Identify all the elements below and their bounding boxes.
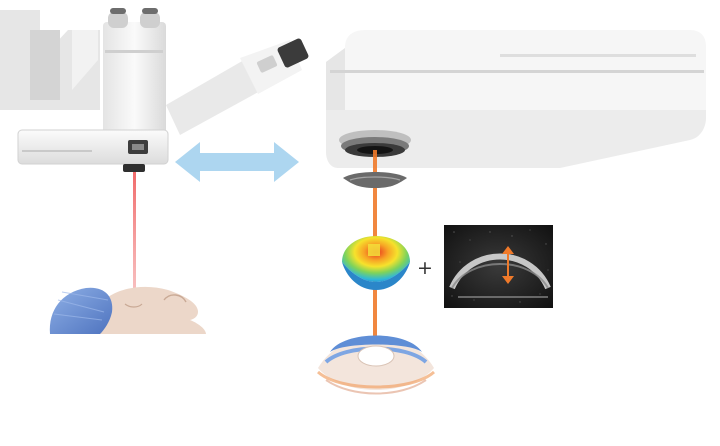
patient-head-icon <box>49 286 206 334</box>
oct-scan-image-icon <box>444 225 553 308</box>
eye-cross-section-icon <box>316 335 436 395</box>
suction-interface-icon <box>343 172 407 188</box>
double-arrow-icon <box>175 142 299 182</box>
laser-platform-icon <box>326 30 706 168</box>
corneal-topography-map-icon <box>342 236 410 290</box>
plus-sign: + <box>417 257 433 279</box>
surgical-microscope-icon <box>0 8 309 172</box>
aiming-laser-beam <box>133 172 136 304</box>
